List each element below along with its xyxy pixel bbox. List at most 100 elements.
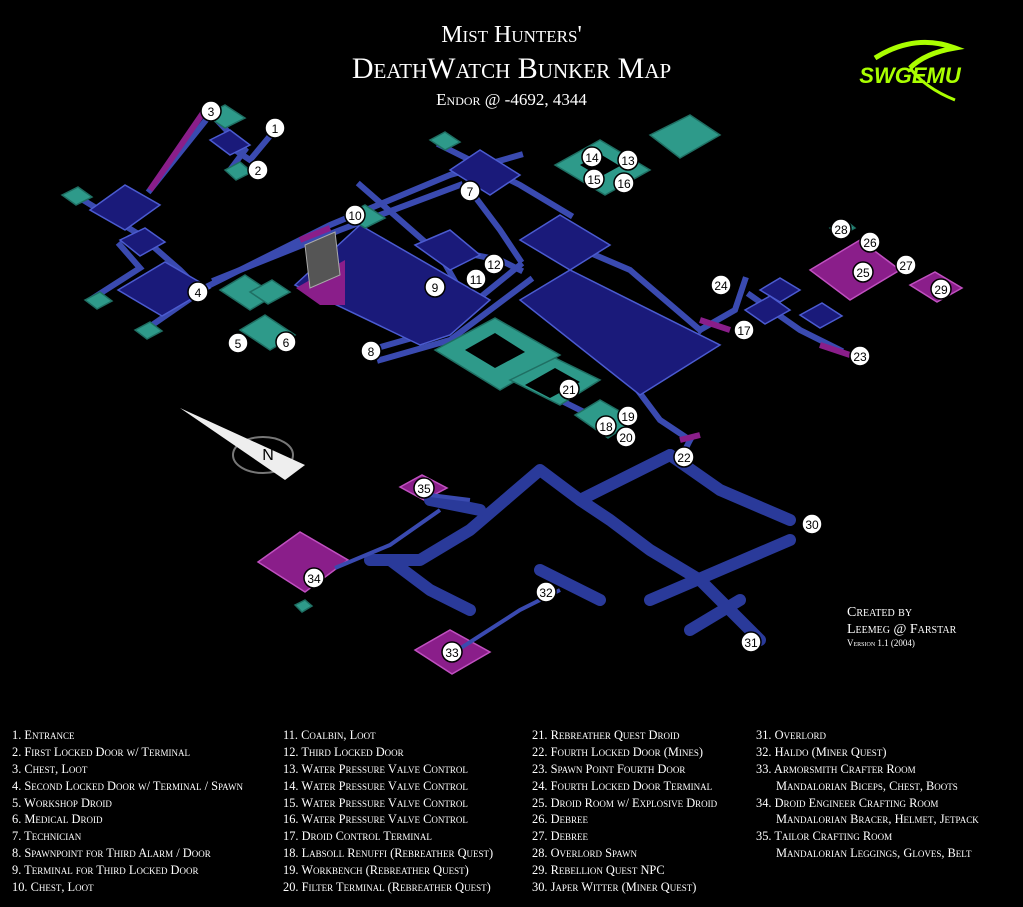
legend-item: 11. Coalbin, Loot: [283, 728, 376, 742]
marker-20: 20: [615, 426, 637, 448]
corridors-purple: [147, 108, 851, 443]
marker-32: 32: [535, 581, 557, 603]
marker-8: 8: [360, 340, 382, 362]
marker-circle: [801, 513, 823, 535]
marker-circle: [849, 345, 871, 367]
marker-label: 24: [714, 279, 728, 293]
marker-circle: [930, 278, 952, 300]
marker-27: 27: [895, 254, 917, 276]
legend-item: Mandalorian Bracer, Helmet, Jetpack: [776, 812, 979, 827]
marker-label: 33: [445, 646, 459, 660]
marker-circle: [459, 180, 481, 202]
marker-label: 8: [368, 345, 375, 359]
marker-circle: [344, 204, 366, 226]
marker-circle: [465, 268, 487, 290]
marker-circle: [200, 100, 222, 122]
marker-circle: [360, 340, 382, 362]
map-location: Endor @ -4692, 4344: [436, 90, 587, 109]
marker-14: 14: [581, 146, 603, 168]
marker-circle: [595, 415, 617, 437]
marker-label: 18: [599, 420, 613, 434]
marker-5: 5: [227, 332, 249, 354]
marker-circle: [581, 146, 603, 168]
legend-column-1: 1. Entrance 2. First Locked Door w/ Termi…: [12, 727, 243, 896]
marker-label: 21: [562, 383, 576, 397]
marker-label: 14: [585, 151, 599, 165]
legend-item: 29. Rebellion Quest NPC: [532, 863, 665, 878]
marker-label: 9: [432, 281, 439, 295]
marker-7: 7: [459, 180, 481, 202]
marker-label: 28: [834, 223, 848, 237]
legend-item: 30. Japer Witter (Miner Quest): [532, 880, 697, 895]
map-title-line2: DeathWatch Bunker Map: [351, 52, 672, 85]
marker-4: 4: [187, 281, 209, 303]
legend-item: 4. Second Locked Door w/ Terminal / Spaw…: [12, 778, 243, 793]
marker-label: 11: [470, 273, 483, 287]
marker-circle: [558, 378, 580, 400]
legend-item: 8. Spawnpoint for Third Alarm / Door: [12, 846, 211, 861]
legend-item: 26. Debree: [532, 812, 589, 827]
marker-label: 25: [856, 266, 870, 280]
marker-label: 16: [617, 177, 631, 191]
marker-35: 35: [413, 477, 435, 499]
marker-33: 33: [441, 641, 463, 663]
legend-item: Mandalorian Biceps, Chest, Boots: [776, 778, 958, 793]
marker-label: 10: [348, 209, 362, 223]
marker-circle: [617, 405, 639, 427]
marker-22: 22: [673, 446, 695, 468]
marker-15: 15: [583, 168, 605, 190]
legend-item: 5. Workshop Droid: [12, 795, 112, 810]
map-title-line1: Mist Hunters': [441, 22, 582, 48]
marker-circle: [617, 149, 639, 171]
legend-item: 16. Water Pressure Valve Control: [283, 812, 468, 827]
rooms-blue: [88, 129, 844, 396]
marker-19: 19: [617, 405, 639, 427]
marker-3: 3: [200, 100, 222, 122]
marker-circle: [264, 117, 286, 139]
marker-31: 31: [740, 631, 762, 653]
marker-label: 13: [621, 154, 635, 168]
marker-circle: [187, 281, 209, 303]
legend-item: 21. Rebreather Quest Droid: [532, 728, 680, 742]
marker-23: 23: [849, 345, 871, 367]
marker-21: 21: [558, 378, 580, 400]
marker-label: 35: [417, 482, 431, 496]
credit-line1: Created by: [847, 605, 913, 620]
marker-label: 17: [737, 324, 751, 338]
marker-circle: [740, 631, 762, 653]
legend-item: 2. First Locked Door w/ Terminal: [12, 744, 190, 759]
marker-30: 30: [801, 513, 823, 535]
logo-text: SWGEMU: [859, 63, 962, 88]
marker-2: 2: [247, 159, 269, 181]
marker-label: 20: [619, 431, 633, 445]
marker-circle: [413, 477, 435, 499]
marker-26: 26: [859, 231, 881, 253]
marker-34: 34: [303, 567, 325, 589]
marker-circle: [227, 332, 249, 354]
legend-item: 1. Entrance: [12, 728, 75, 742]
marker-circle: [275, 331, 297, 353]
marker-18: 18: [595, 415, 617, 437]
marker-label: 30: [805, 518, 819, 532]
marker-circle: [830, 218, 852, 240]
marker-label: 23: [853, 350, 867, 364]
marker-label: 26: [863, 236, 877, 250]
swgemu-logo: SWGEMU: [859, 39, 965, 102]
legend-item: 9. Terminal for Third Locked Door: [12, 863, 199, 878]
legend-item: 27. Debree: [532, 829, 589, 844]
marker-11: 11: [465, 268, 487, 290]
marker-10: 10: [344, 204, 366, 226]
coalbin-box: [304, 231, 341, 289]
legend-item: 25. Droid Room w/ Explosive Droid: [532, 795, 718, 810]
marker-label: 6: [283, 336, 290, 350]
marker-label: 7: [467, 185, 474, 199]
legend-item: 28. Overlord Spawn: [532, 846, 637, 861]
marker-6: 6: [275, 331, 297, 353]
marker-circle: [483, 253, 505, 275]
marker-label: 27: [899, 259, 913, 273]
marker-label: 3: [208, 105, 215, 119]
marker-circle: [859, 231, 881, 253]
compass-label: N: [262, 447, 274, 464]
